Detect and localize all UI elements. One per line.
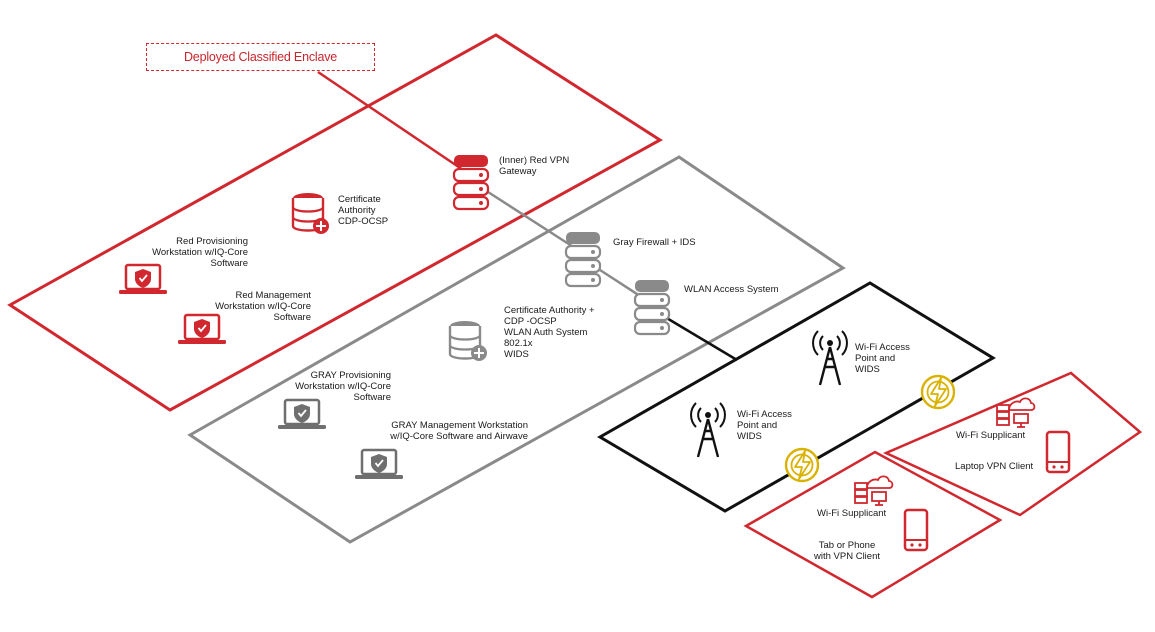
laptop-supplicant-label: Wi-Fi Supplicant — [956, 430, 1026, 441]
label-line: Certificate — [338, 194, 381, 205]
label-line: 802.1x — [504, 338, 533, 349]
label-line: WIDS — [504, 349, 529, 360]
label-line: Authority — [338, 205, 376, 216]
wireless-bolt-icon-1 — [920, 374, 956, 410]
phone-supplicant-label: Wi-Fi Supplicant — [817, 508, 887, 519]
enclave-title: Deployed Classified Enclave — [183, 50, 338, 64]
laptop-vpn-client-label: Laptop VPN Client — [955, 461, 1034, 472]
label-line: Point and — [737, 420, 777, 431]
wifi-access-point-1-tower-icon — [811, 329, 849, 387]
label-line: Workstation w/IQ-Core — [152, 247, 248, 258]
label-line: Gray Firewall + IDS — [613, 237, 696, 248]
phone-client-mobile-device-icon — [903, 508, 929, 552]
red-zone-outline — [7, 33, 663, 412]
label-line: WLAN Access System — [684, 284, 779, 295]
label-line: Wi-Fi Supplicant — [956, 430, 1026, 441]
label-line: Red Management — [235, 290, 311, 301]
label-line: GRAY Management Workstation — [391, 420, 528, 431]
gray-provisioning-laptop-shield-icon — [276, 398, 328, 431]
label-line: GRAY Provisioning — [311, 370, 391, 381]
label-line: Red Provisioning — [176, 236, 248, 247]
red-provisioning-laptop-shield-icon — [117, 263, 169, 296]
deployed-classified-enclave-callout: Deployed Classified Enclave — [146, 43, 375, 71]
gray-firewall-label: Gray Firewall + IDS — [613, 237, 696, 248]
label-line: Point and — [855, 353, 895, 364]
label-line: (Inner) Red VPN — [499, 155, 569, 166]
label-line: Wi-Fi Access — [855, 342, 910, 353]
enclave-connector — [317, 70, 473, 178]
label-line: w/IQ-Core Software and Airwave — [389, 431, 528, 442]
phone-supplicant-network-cloud-icon — [854, 475, 894, 506]
label-line: Software — [354, 392, 392, 403]
label-line: WIDS — [855, 364, 880, 375]
red-ca-database-plus-icon — [291, 193, 329, 234]
wlan-zone-outline — [597, 281, 996, 513]
wireless-bolt-icon-2 — [784, 447, 820, 483]
label-line: Workstation w/IQ-Core — [215, 301, 311, 312]
gray-zone-outline — [187, 155, 846, 544]
label-line: CDP -OCSP — [504, 316, 557, 327]
laptop-client-zone-outline — [882, 371, 1143, 517]
wlan-to-ap-link — [664, 315, 738, 362]
phone-client-zone-outline — [743, 450, 1003, 599]
label-line: WLAN Auth System — [504, 327, 588, 338]
wlan-access-system-label: WLAN Access System — [684, 284, 779, 295]
wlan-access-system-server-icon — [633, 278, 671, 336]
wifi-access-point-2-tower-icon — [689, 401, 727, 459]
red-vpn-gateway-server-icon — [452, 153, 490, 211]
label-line: Wi-Fi Access — [737, 409, 792, 420]
label-line: CDP-OCSP — [338, 216, 388, 227]
laptop-client-mobile-device-icon — [1045, 430, 1071, 474]
label-line: with VPN Client — [813, 551, 880, 562]
vpn-to-firewall-link — [487, 190, 579, 252]
gray-ca-database-plus-icon — [448, 321, 487, 361]
label-line: Certificate Authority + — [504, 305, 595, 316]
label-line: Software — [274, 312, 312, 323]
label-line: Laptop VPN Client — [955, 461, 1034, 472]
label-line: Workstation w/IQ-Core — [295, 381, 391, 392]
red-management-laptop-shield-icon — [176, 313, 228, 346]
gray-management-laptop-shield-icon — [353, 448, 405, 481]
gray-firewall-server-icon — [564, 230, 602, 288]
firewall-to-wlan-link — [599, 268, 641, 298]
label-line: Tab or Phone — [819, 540, 876, 551]
label-line: Wi-Fi Supplicant — [817, 508, 887, 519]
label-line: Software — [211, 258, 249, 269]
label-line: WIDS — [737, 431, 762, 442]
label-line: Gateway — [499, 166, 537, 177]
